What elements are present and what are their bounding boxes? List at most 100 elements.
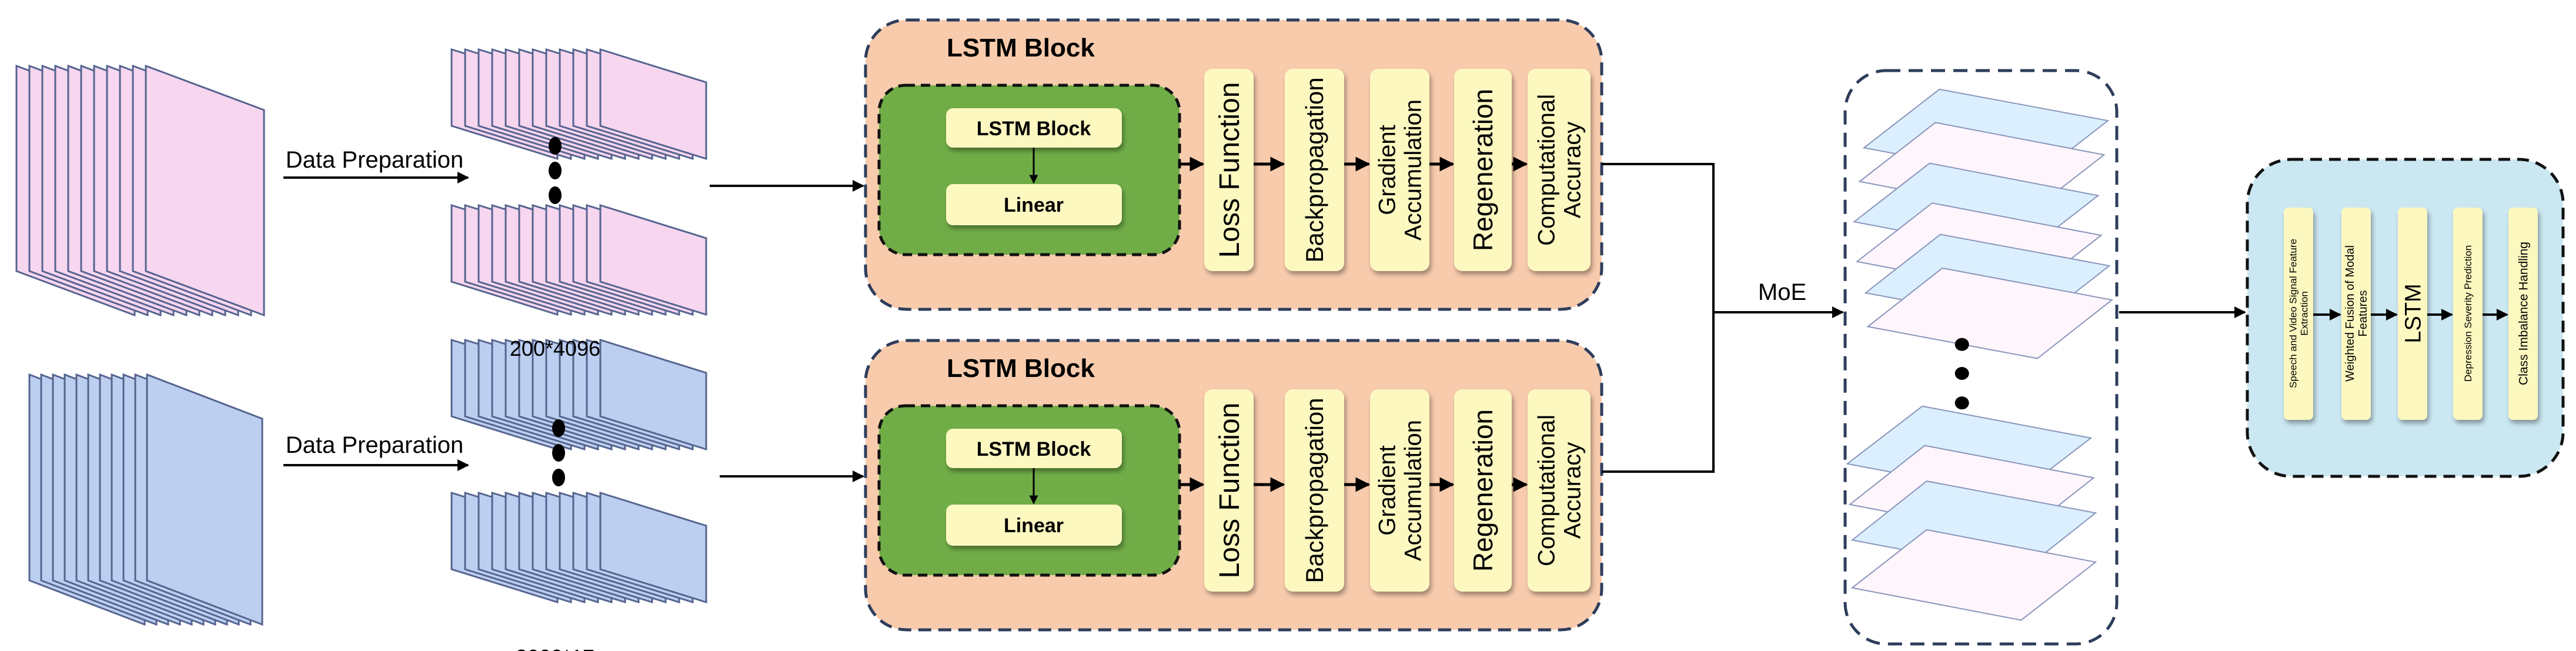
step-label: LSTM [2401,283,2425,343]
step-label-line: LSTM [2401,283,2425,343]
training-step: Loss Function [1204,389,1254,592]
training-step: Regeneration [1454,69,1512,271]
step-label: Weighted Fusion of ModalFeatures [2344,245,2370,382]
step-label-line: Gradient [1375,125,1401,215]
step-label-line: Computational [1534,415,1560,566]
step-label: Depression Severity Prediction [2463,245,2474,382]
step-box [1370,69,1429,271]
training-step: Regeneration [1454,389,1512,592]
step-label-line: Accumulation [1401,420,1426,561]
pipeline-step: Weighted Fusion of ModalFeatures [2341,208,2371,420]
step-label: GradientAccumulation [1375,420,1426,561]
step-label: Loss Function [1214,82,1245,258]
training-step: Backpropagation [1285,69,1344,271]
step-label-line: Accuracy [1560,122,1586,219]
shape-label: 3000*17 [516,645,594,651]
training-step: ComputationalAccuracy [1528,69,1591,271]
lstm-block-title: LSTM Block [947,34,1095,62]
data-sheet [599,491,707,604]
pipeline-step: Speech and Video Signal FeatureExtractio… [2284,208,2313,420]
lstm-layer-box [946,429,1122,468]
ellipsis-dot [552,469,565,486]
data-sheet [146,373,263,626]
shape-label: 200*4096 [510,336,600,360]
step-box [1285,69,1344,271]
step-box [1204,69,1254,271]
training-step: GradientAccumulation [1370,69,1429,271]
data-sheet [145,64,265,317]
connector-line [1602,163,1715,473]
step-box [2284,208,2313,420]
step-label: Loss Function [1214,403,1245,579]
linear-layer-label: Linear [1004,194,1064,216]
data-sheet [599,338,707,451]
step-label: Speech and Video Signal FeatureExtractio… [2288,239,2310,388]
step-box [2508,208,2538,420]
step-label-line: Backpropagation [1301,77,1328,262]
step-label-line: Loss Function [1214,82,1245,258]
step-box [2341,208,2371,420]
ellipsis-dot [549,137,562,155]
training-step: Backpropagation [1285,389,1344,592]
ellipsis-pink [549,137,562,204]
step-label: Backpropagation [1301,398,1328,583]
lstm-block-title: LSTM Block [947,354,1095,383]
pipeline-step: Depression Severity Prediction [2453,208,2483,420]
lstm-layer-box [946,108,1122,148]
training-step: Loss Function [1204,69,1254,271]
step-box [1454,389,1512,592]
raw-input-stack-blue [28,373,263,626]
ellipsis-dot [1954,338,1969,351]
data-sheet [599,203,707,316]
step-box [1285,389,1344,592]
prepared-stack-pink-bottom [450,203,707,316]
step-label-line: Speech and Video Signal Feature [2288,239,2299,388]
linear-layer-label: Linear [1004,515,1064,537]
step-label-line: Backpropagation [1301,398,1328,583]
pipeline-step: LSTM [2398,208,2427,420]
step-label-line: Features [2357,291,2370,337]
input-stacks [15,48,707,626]
ellipsis-dot [1954,367,1969,380]
lstm-layer-label: LSTM Block [977,118,1091,140]
training-step: GradientAccumulation [1370,389,1429,592]
linear-layer-box [946,184,1122,225]
step-box [2453,208,2483,420]
step-label-line: Computational [1534,94,1560,246]
step-label-line: Gradient [1375,445,1401,535]
moe-layers [1846,88,2114,621]
data-preparation-label: Data Preparation [286,147,463,173]
training-step: ComputationalAccuracy [1528,389,1591,592]
step-box [2398,208,2427,420]
step-box [1204,389,1254,592]
prepared-stack-pink-top [450,48,707,161]
expert-layer [1850,529,2097,621]
step-label-line: Loss Function [1214,403,1245,579]
ellipsis-dot [552,444,565,462]
step-label-line: Accumulation [1401,99,1426,241]
ellipsis-blue [552,419,565,486]
step-box [1528,389,1591,592]
pipeline-step: Class Imbalance Handling [2508,208,2538,420]
ellipsis-dot [552,419,565,437]
step-label-line: Extraction [2298,291,2310,336]
moe-label: MoE [1758,279,1806,305]
data-sheet [599,48,707,161]
ellipsis-dot [549,162,562,179]
step-label: ComputationalAccuracy [1534,415,1586,566]
expert-layer [1866,267,2114,359]
step-label-line: Depression Severity Prediction [2463,245,2474,382]
step-label: Class Imbalance Handling [2517,242,2530,385]
step-label-line: Weighted Fusion of Modal [2344,245,2357,382]
prepared-stack-blue-bottom [450,491,707,604]
step-box [1454,69,1512,271]
step-label: Regeneration [1468,89,1498,251]
data-preparation-label: Data Preparation [286,432,463,458]
step-label-line: Regeneration [1468,409,1498,572]
lstm-layer-label: LSTM Block [977,438,1091,460]
step-label-line: Accuracy [1560,442,1586,539]
ellipsis-dot [549,186,562,204]
step-label-line: Regeneration [1468,89,1498,251]
